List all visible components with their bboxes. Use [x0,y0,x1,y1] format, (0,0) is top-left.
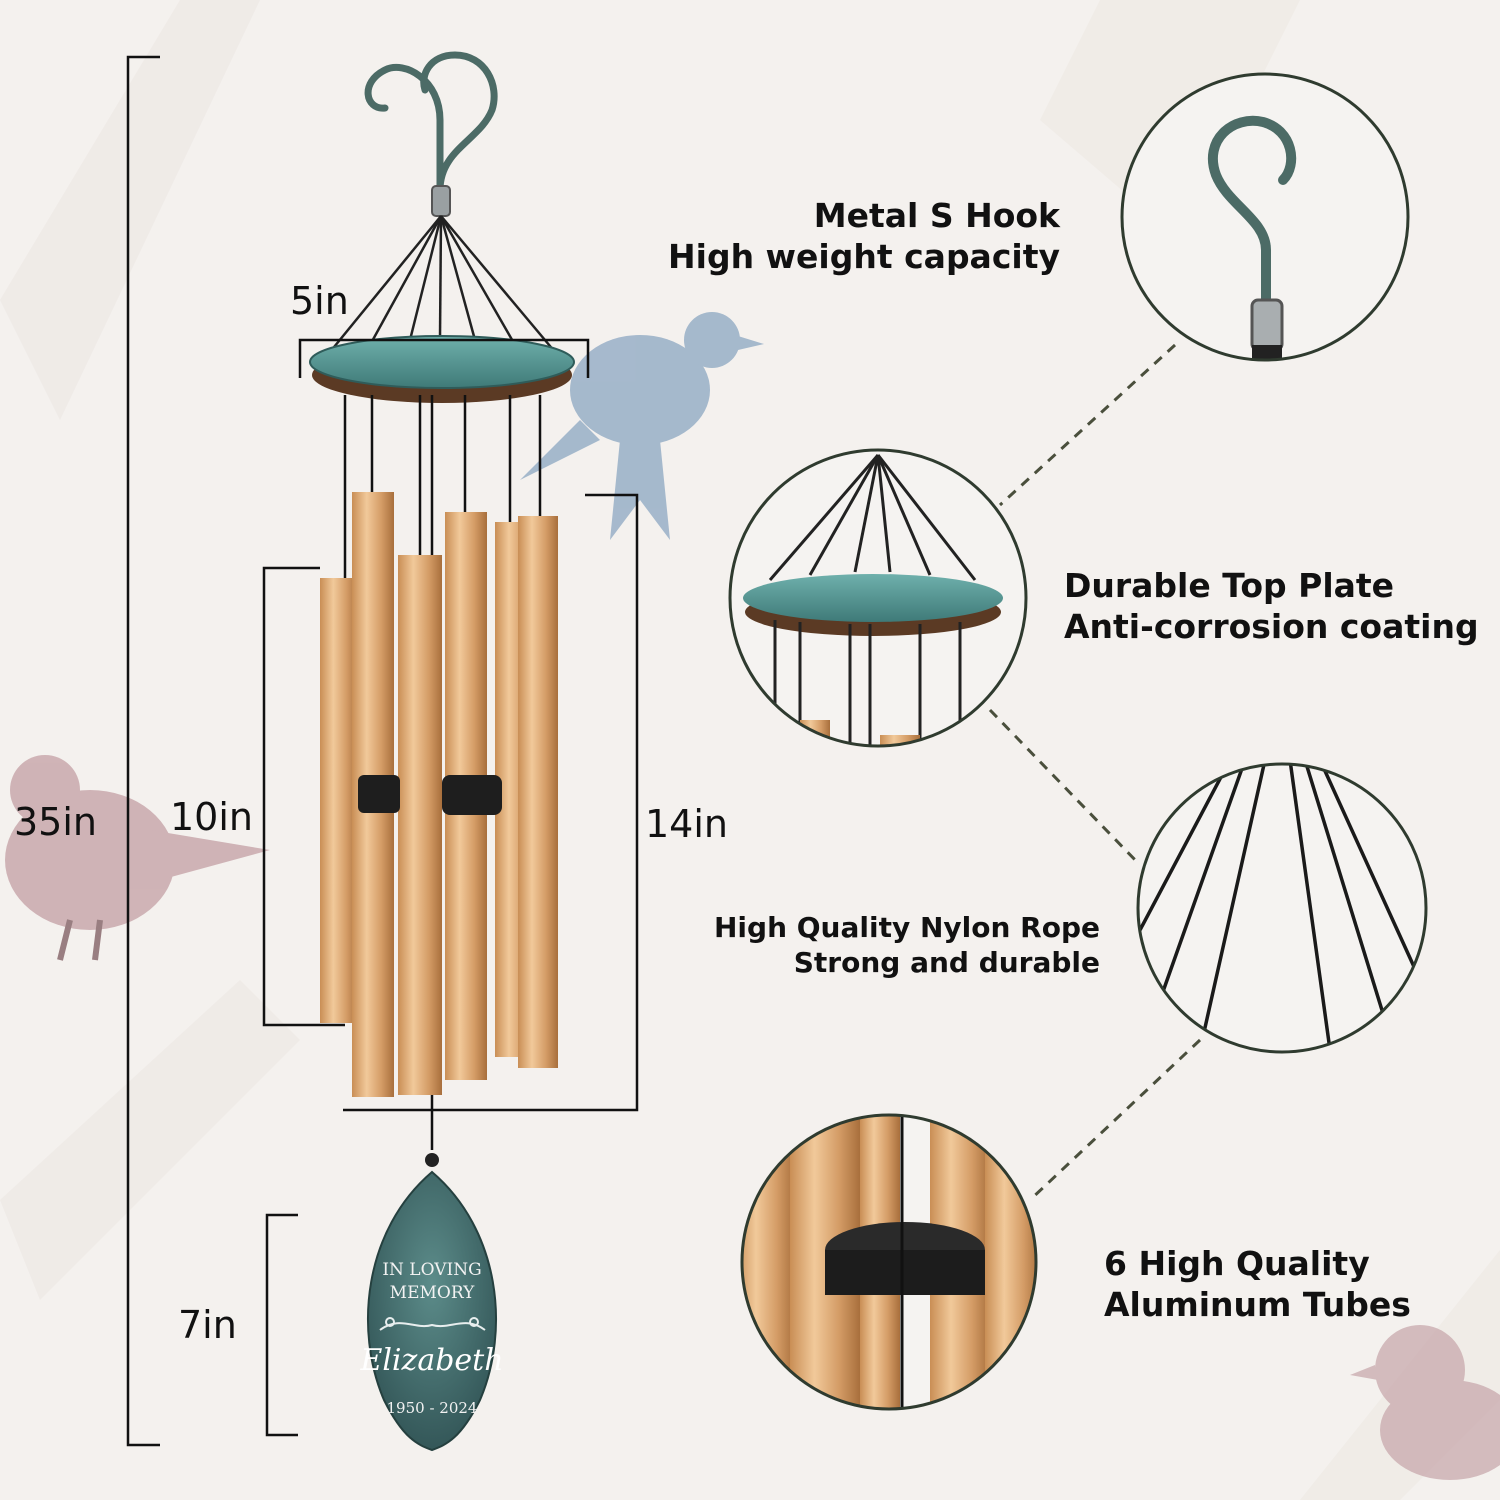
feature-top-plate: Durable Top Plate Anti-corrosion coating [1064,565,1479,648]
pink-bird-decoration-2 [1350,1325,1500,1480]
feature-hook: Metal S Hook High weight capacity [668,195,1060,278]
feature-tubes-subtitle: Aluminum Tubes [1104,1285,1411,1325]
detail-circle-top-plate [728,448,1028,748]
feature-rope-title: High Quality Nylon Rope [714,911,1100,944]
overall-length-label: 35in [14,800,97,844]
top-plate [309,335,575,403]
detail-circle-hook [1120,72,1410,362]
feature-top-plate-subtitle: Anti-corrosion coating [1064,607,1479,647]
feature-tubes-title: 6 High Quality [1104,1244,1370,1283]
blue-bird-decoration [520,312,764,540]
hanging-ropes [329,215,556,353]
feature-hook-subtitle: High weight capacity [668,237,1060,277]
feature-hook-title: Metal S Hook [813,196,1060,235]
feature-top-plate-title: Durable Top Plate [1064,566,1395,605]
aluminum-tubes [320,492,558,1097]
plate-diameter-label: 5in [290,279,349,323]
memorial-sail: IN LOVING MEMORY Elizabeth 1950 - 2024 [359,1153,504,1452]
sail-name: Elizabeth [359,1343,503,1378]
detail-circle-nylon-rope [1136,762,1428,1054]
s-hook [364,51,498,217]
sail-line-1: IN LOVING [382,1260,481,1280]
pink-bird-decoration [5,755,270,961]
dimension-brackets [126,55,639,1447]
sail-line-2: MEMORY [390,1283,475,1303]
sail-length-label: 7in [178,1303,237,1347]
feature-nylon-rope: High Quality Nylon Rope Strong and durab… [714,910,1100,980]
feature-rope-subtitle: Strong and durable [793,946,1100,979]
dashed-connectors [988,343,1202,1202]
feature-tubes: 6 High Quality Aluminum Tubes [1104,1243,1411,1326]
short-tube-label: 10in [170,795,253,839]
detail-circle-tubes [740,1113,1038,1411]
sail-years: 1950 - 2024 [387,1399,478,1417]
long-tube-label: 14in [645,802,728,846]
